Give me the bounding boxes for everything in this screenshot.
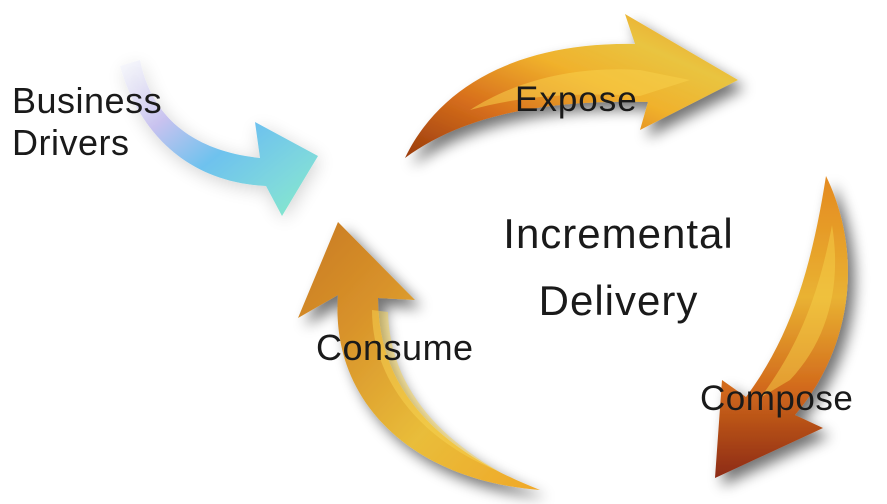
consume-arrow (298, 222, 540, 490)
compose-arrow (715, 176, 848, 478)
compose-label: Compose (700, 379, 854, 418)
business-drivers-line-2: Drivers (12, 122, 130, 164)
expose-label: Expose (515, 80, 638, 119)
business-drivers-line-1: Business (12, 80, 163, 121)
center-label-line-1: Incremental (503, 210, 734, 257)
center-label-line-2: Delivery (538, 277, 699, 325)
business-drivers-arrow (120, 60, 318, 216)
center-label: Incremental Delivery (486, 200, 751, 334)
business-drivers-label: Business Drivers (12, 80, 162, 165)
consume-label: Consume (316, 327, 474, 368)
